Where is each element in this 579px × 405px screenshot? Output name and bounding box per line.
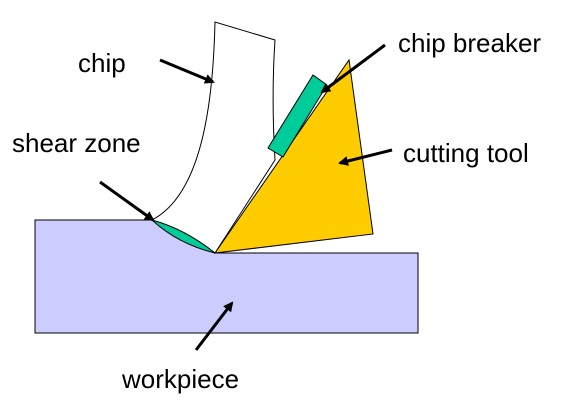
chip-label: chip (78, 48, 126, 78)
workpiece-arrow (194, 301, 234, 351)
chip-arrow (159, 58, 215, 84)
cutting-tool-label: cutting tool (403, 138, 529, 168)
workpiece-label: workpiece (121, 364, 239, 394)
chip-breaker-arrow (320, 43, 386, 94)
chip-breaker-label: chip breaker (398, 28, 541, 58)
shear-zone-shape (151, 219, 216, 254)
cutting-tool-arrow (338, 148, 393, 166)
shear-zone-label: shear zone (12, 128, 141, 158)
shear-zone-arrow (99, 180, 155, 222)
